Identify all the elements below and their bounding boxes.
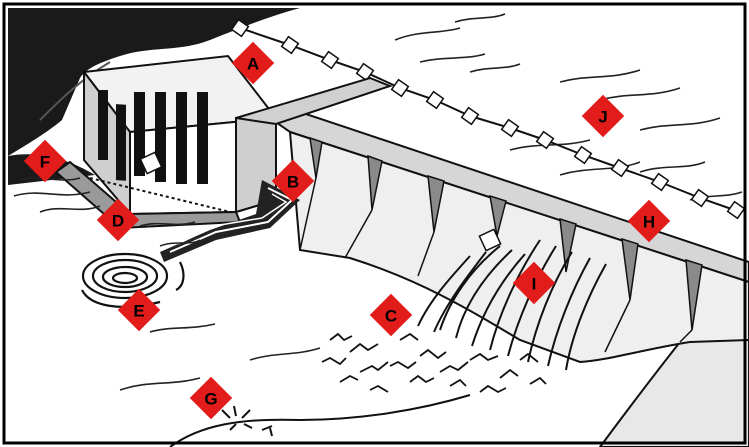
dam-buttresses — [309, 136, 703, 331]
marker-a: A — [231, 41, 275, 85]
marker-d-label: D — [112, 212, 124, 231]
spillway-flow — [417, 239, 607, 371]
marker-f-label: F — [40, 153, 50, 172]
marker-g: G — [189, 376, 233, 420]
marker-j-label: J — [598, 108, 607, 127]
marker-b: B — [271, 159, 315, 203]
marker-e-label: E — [133, 302, 144, 321]
powerhouse — [54, 54, 393, 230]
marker-c: C — [369, 293, 413, 337]
sign-diamonds — [139, 151, 502, 252]
marker-h-label: H — [643, 213, 655, 232]
powerhouse-windows — [98, 90, 208, 184]
shoreline-upper-left-bank — [39, 61, 111, 121]
marker-i-label: I — [532, 275, 537, 294]
marker-g-label: G — [204, 390, 217, 409]
dam-face — [288, 130, 749, 364]
lower-riverbank — [169, 394, 471, 447]
marker-d: D — [96, 198, 140, 242]
log-boom — [230, 18, 746, 220]
turbulent-water — [321, 332, 547, 394]
shoreline-upper-left — [8, 8, 300, 156]
marker-a-label: A — [247, 55, 259, 74]
marker-f: F — [23, 139, 67, 183]
dam-face-lines — [299, 177, 693, 353]
reservoir-waves — [394, 13, 743, 201]
marker-e: E — [117, 288, 161, 332]
marker-b-label: B — [287, 173, 299, 192]
whirlpool — [81, 252, 185, 308]
marker-c-label: C — [385, 307, 397, 326]
downstream-waves-left — [13, 177, 321, 391]
